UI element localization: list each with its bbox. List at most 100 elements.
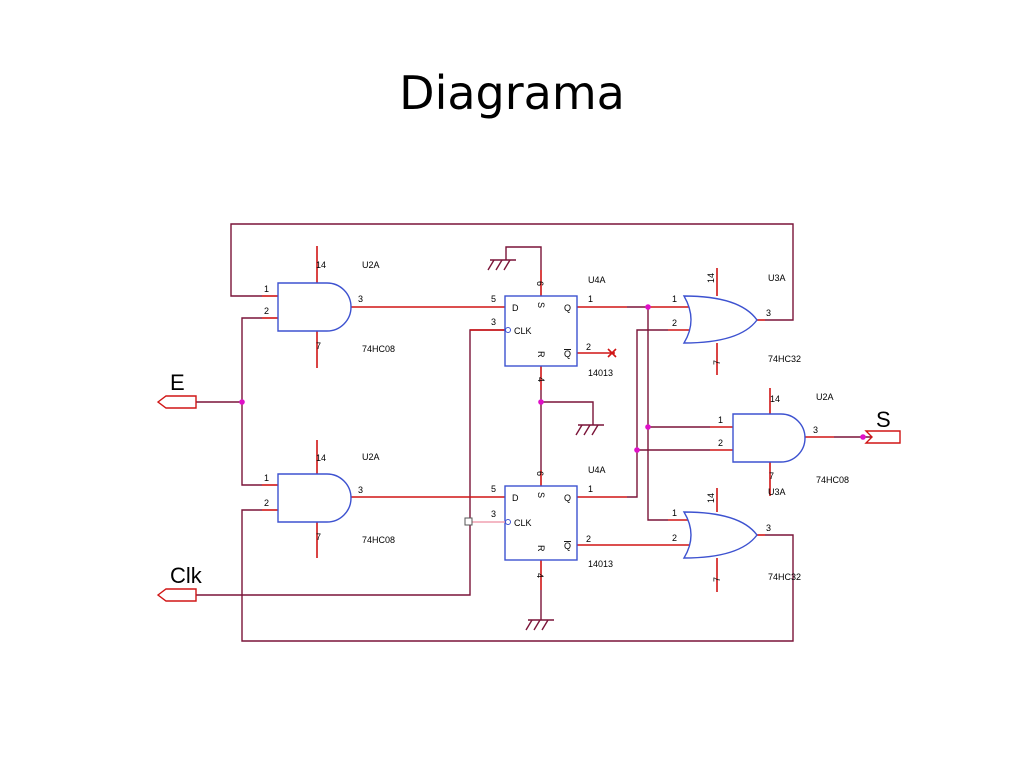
ff-top-r-label: R xyxy=(536,351,546,358)
junction-q1 xyxy=(645,304,651,310)
pin-leads xyxy=(262,246,834,592)
ff-bottom-r-label: R xyxy=(536,545,546,552)
port-e-arrow xyxy=(156,395,197,409)
ground-symbol-middle xyxy=(575,424,604,436)
or-top-pin-in1: 1 xyxy=(672,294,677,304)
and-gate-top-body xyxy=(277,282,352,332)
and-gate-right: 1 2 3 14 7 U2A 74HC08 xyxy=(718,392,849,485)
and-gate-bottom-body xyxy=(277,473,352,523)
ff-top-qn-label: Q xyxy=(564,349,571,359)
ff-top-s-label: S xyxy=(536,302,546,308)
ff-bottom-qn-label: Q xyxy=(564,541,571,551)
port-e: E xyxy=(156,370,197,409)
ground-symbol-bottom xyxy=(525,619,554,631)
or-bottom-pin-in1: 1 xyxy=(672,508,677,518)
flip-flop-bottom: D CLK Q Q S R 5 3 1 2 6 4 U4A 14013 xyxy=(464,465,613,578)
ff-bottom-pin-q: 1 xyxy=(588,484,593,494)
ff-top-q-label: Q xyxy=(564,303,571,313)
ff-bottom-pin-s: 6 xyxy=(535,471,545,476)
port-s-label: S xyxy=(876,407,891,432)
unconnected-pin-marker xyxy=(464,517,473,526)
or-gate-top-body xyxy=(682,295,758,344)
and-top-pin-vcc: 14 xyxy=(316,260,326,270)
or-top-ref: U3A xyxy=(768,273,786,283)
flip-flop-top: D CLK Q Q S R 5 3 1 2 6 4 U4A 14013 xyxy=(491,275,617,382)
port-s: S xyxy=(864,407,901,444)
and-top-pin-gnd: 7 xyxy=(316,341,321,351)
port-clk-label: Clk xyxy=(170,563,203,588)
or-bottom-pin-out: 3 xyxy=(766,523,771,533)
ff-top-pin-q: 1 xyxy=(588,294,593,304)
or-bottom-pin-vcc: 14 xyxy=(706,493,716,503)
or-gate-top: 1 2 3 14 7 U3A 74HC32 xyxy=(672,273,801,365)
or-top-pin-out: 3 xyxy=(766,308,771,318)
or-bottom-part: 74HC32 xyxy=(768,572,801,582)
and-top-ref: U2A xyxy=(362,260,380,270)
wire-ff-bottom-q xyxy=(627,329,668,498)
and-right-part: 74HC08 xyxy=(816,475,849,485)
ff-top-ref: U4A xyxy=(588,275,606,285)
or-top-pin-vcc: 14 xyxy=(706,273,716,283)
port-e-label: E xyxy=(170,370,185,395)
wires xyxy=(196,223,880,642)
or-gate-bottom: 1 2 3 14 7 U3A 74HC32 xyxy=(672,487,801,582)
or-top-pin-in2: 2 xyxy=(672,318,677,328)
wire-feedback-top xyxy=(230,223,794,321)
or-top-pin-gnd: 7 xyxy=(712,360,722,365)
or-bottom-pin-in2: 2 xyxy=(672,533,677,543)
and-right-ref: U2A xyxy=(816,392,834,402)
and-bottom-part: 74HC08 xyxy=(362,535,395,545)
ff-top-pin-clk: 3 xyxy=(491,317,496,327)
or-gate-bottom-body xyxy=(682,511,758,559)
wire-feedback-bottom xyxy=(241,509,794,642)
flip-flop-bottom-body xyxy=(504,485,578,561)
ff-bottom-clk-label: CLK xyxy=(514,518,532,528)
and-bottom-pin-vcc: 14 xyxy=(316,453,326,463)
and-top-pin-in2: 2 xyxy=(264,306,269,316)
and-gate-top: 1 2 3 14 7 U2A 74HC08 xyxy=(264,260,395,354)
and-right-pin-gnd: 7 xyxy=(769,471,774,481)
port-s-arrow xyxy=(864,430,901,444)
ground-symbol-top xyxy=(487,259,516,271)
and-bottom-pin-gnd: 7 xyxy=(316,532,321,542)
junction-e xyxy=(239,399,245,405)
or-bottom-pin-gnd: 7 xyxy=(712,577,722,582)
and-right-pin-out: 3 xyxy=(813,425,818,435)
wire-ff-link-gnd xyxy=(541,401,594,425)
junction-s xyxy=(860,434,866,440)
and-right-pin-in1: 1 xyxy=(718,415,723,425)
and-gate-bottom: 1 2 3 14 7 U2A 74HC08 xyxy=(264,452,395,545)
ff-bottom-q-label: Q xyxy=(564,493,571,503)
ff-top-part: 14013 xyxy=(588,368,613,378)
port-clk-arrow xyxy=(156,588,197,602)
junctions xyxy=(239,304,866,453)
and-bottom-pin-in1: 1 xyxy=(264,473,269,483)
wire-e-bus xyxy=(241,317,262,486)
ff-top-d-label: D xyxy=(512,303,519,313)
ff-bottom-pin-clk: 3 xyxy=(491,509,496,519)
and-gate-right-body xyxy=(732,413,806,463)
and-bottom-pin-in2: 2 xyxy=(264,498,269,508)
wire-q1-bus xyxy=(647,307,668,521)
and-bottom-pin-out: 3 xyxy=(358,485,363,495)
or-top-part: 74HC32 xyxy=(768,354,801,364)
ff-bottom-pin-r: 4 xyxy=(535,573,545,578)
flip-flop-top-body xyxy=(504,295,578,367)
and-top-part: 74HC08 xyxy=(362,344,395,354)
port-clk: Clk xyxy=(156,563,203,602)
and-right-pin-in2: 2 xyxy=(718,438,723,448)
or-bottom-ref: U3A xyxy=(768,487,786,497)
slide-title: Diagrama xyxy=(399,66,625,120)
ff-top-pin-qn: 2 xyxy=(586,342,591,352)
junction-q2-and xyxy=(634,447,640,453)
ff-bottom-d-label: D xyxy=(512,493,519,503)
no-connect-mark xyxy=(607,348,617,358)
and-top-pin-out: 3 xyxy=(358,294,363,304)
ff-top-pin-s: 6 xyxy=(535,281,545,286)
and-right-pin-vcc: 14 xyxy=(770,394,780,404)
ff-bottom-ref: U4A xyxy=(588,465,606,475)
ff-bottom-s-label: S xyxy=(536,492,546,498)
and-bottom-ref: U2A xyxy=(362,452,380,462)
ff-bottom-part: 14013 xyxy=(588,559,613,569)
